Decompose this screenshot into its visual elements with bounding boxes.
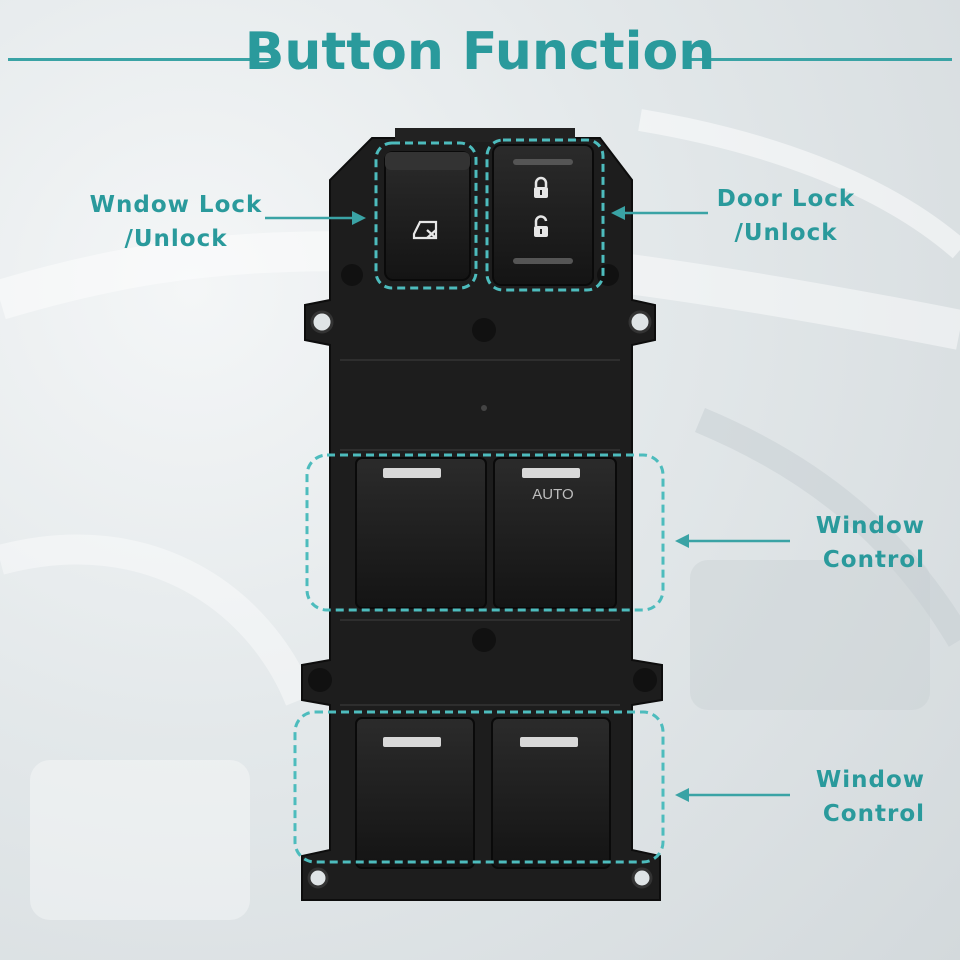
- auto-label: AUTO: [532, 486, 574, 503]
- lock-closed-icon: [534, 176, 548, 198]
- title-rule-left: [8, 58, 280, 61]
- door-lock-label-line1: Door Lock: [716, 186, 856, 212]
- upper-window-control-label-line2: Control: [822, 547, 925, 573]
- door-lock-label: Door Lock /Unlock: [700, 182, 872, 250]
- window-lock-icon: [412, 220, 438, 240]
- lower-window-control-label: Window Control: [790, 763, 925, 831]
- upper-window-control-label-line1: Window: [815, 513, 925, 539]
- lower-window-control-label-line1: Window: [815, 767, 925, 793]
- window-lock-label: Wndow Lock /Unlock: [80, 188, 272, 256]
- title-rule-right: [690, 58, 952, 61]
- door-lock-label-line2: /Unlock: [734, 220, 838, 246]
- page-title: Button Function: [244, 22, 716, 82]
- upper-window-control-label: Window Control: [790, 509, 925, 577]
- lower-window-control-label-line2: Control: [822, 801, 925, 827]
- lock-open-icon: [534, 215, 548, 237]
- window-lock-label-line2: /Unlock: [124, 226, 228, 252]
- window-lock-label-line1: Wndow Lock: [89, 192, 263, 218]
